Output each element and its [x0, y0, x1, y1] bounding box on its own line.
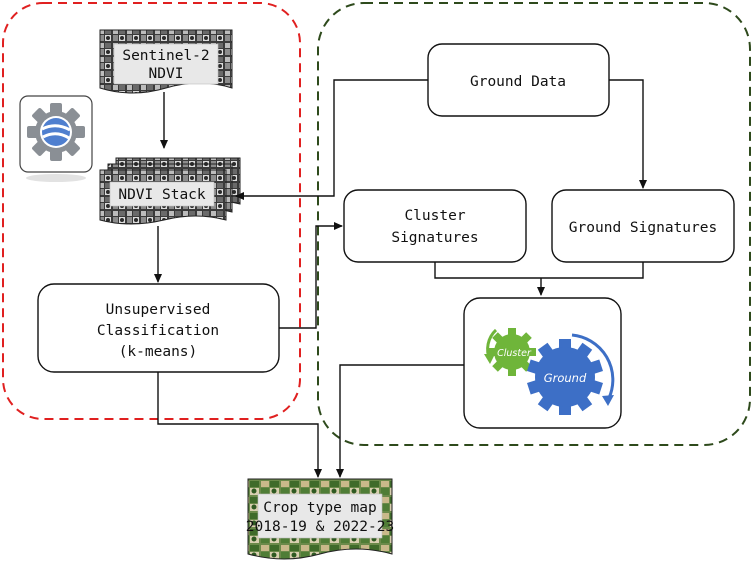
cluster-signatures-line1: Cluster — [404, 208, 465, 224]
arrow-grounddata-to-groundsig — [609, 79, 647, 189]
cluster-signatures-line2: Signatures — [391, 230, 478, 246]
ndvi-stack-label: NDVI Stack — [118, 187, 206, 203]
arrow-grounddata-to-stack — [235, 79, 428, 200]
cluster-signatures-node: Cluster Signatures — [343, 189, 527, 263]
ground-gear-icon: Ground — [527, 339, 603, 415]
crop-map-label-line2: 2018-19 & 2022-23 — [246, 519, 394, 535]
ground-signatures-label: Ground Signatures — [569, 220, 717, 236]
google-earth-engine-logo-icon — [19, 95, 93, 182]
data-prep-group — [2, 2, 301, 420]
unsupervised-classification-node: Unsupervised Classification (k-means) — [37, 283, 280, 373]
ndvi-stack-node: NDVI Stack — [99, 157, 241, 225]
arrow-gears-to-map — [336, 364, 464, 478]
unsupervised-label-line1: Unsupervised — [106, 302, 211, 318]
sentinel-label-line2: NDVI — [149, 66, 184, 82]
connectors — [154, 79, 647, 478]
sentinel-image-node: Sentinel-2 NDVI — [99, 29, 233, 94]
cluster-gear-label: Cluster — [497, 348, 532, 359]
crop-map-node: Crop type map 2018-19 & 2022-23 — [246, 478, 394, 560]
ground-gear-label: Ground — [544, 371, 587, 385]
ground-data-node: Ground Data — [427, 43, 610, 117]
signature-matching-node: Cluster Ground — [463, 297, 622, 429]
arrow-classification-to-clustersig — [279, 222, 343, 329]
arrow-signatures-to-gears — [434, 262, 644, 279]
ground-data-label: Ground Data — [470, 74, 566, 90]
crop-map-label-line1: Crop type map — [263, 500, 377, 516]
ground-signatures-node: Ground Signatures — [551, 189, 735, 263]
arrow-classification-to-map — [157, 372, 322, 478]
sentinel-label-line1: Sentinel-2 — [122, 48, 209, 64]
unsupervised-label-line3: (k-means) — [119, 344, 198, 360]
signature-matching-group — [317, 2, 751, 446]
cluster-gear-icon: Cluster — [488, 328, 536, 376]
unsupervised-label-line2: Classification — [97, 323, 219, 339]
